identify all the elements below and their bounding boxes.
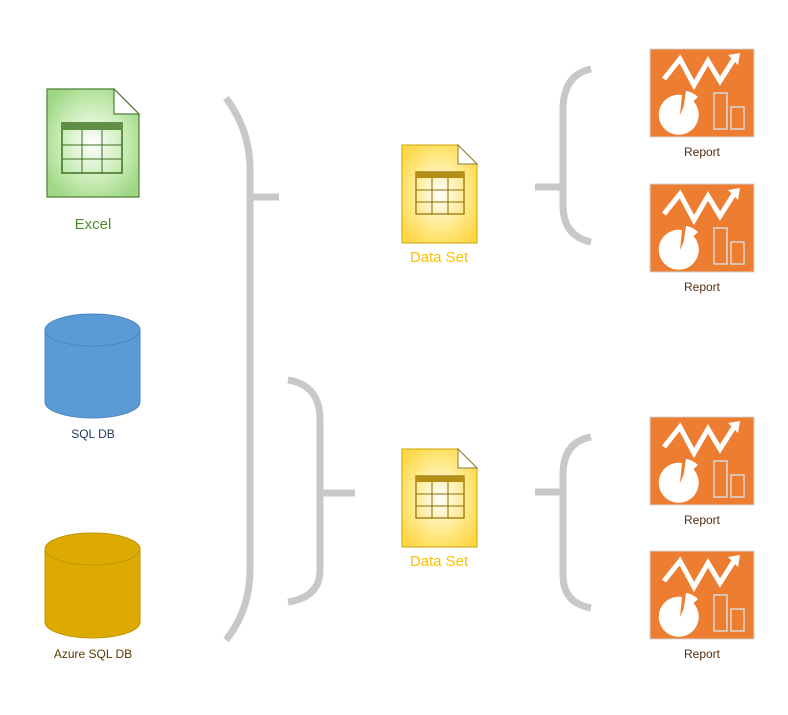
report-icon	[650, 49, 754, 137]
source-label-sql-db: SQL DB	[71, 427, 115, 441]
report-icon	[650, 417, 754, 505]
dataset-icon	[401, 448, 478, 548]
report-label: Report	[684, 647, 721, 661]
report-label: Report	[684, 513, 721, 527]
source-label-excel: Excel	[75, 216, 112, 233]
azure-database-icon	[44, 532, 141, 639]
brace-reports-1	[559, 65, 592, 246]
database-icon	[44, 313, 141, 419]
dataset-icon	[401, 144, 478, 244]
source-label-azure-sql-db: Azure SQL DB	[54, 647, 132, 661]
report-label: Report	[684, 280, 721, 294]
report-icon	[650, 551, 754, 639]
dataset-label: Data Set	[410, 553, 469, 570]
brace-reports-2	[559, 433, 592, 612]
brace-sources	[223, 95, 254, 643]
report-icon	[650, 184, 754, 272]
dataset-label: Data Set	[410, 249, 469, 266]
excel-file-icon	[46, 87, 141, 198]
brace-dataset-2	[287, 376, 324, 606]
report-label: Report	[684, 145, 721, 159]
